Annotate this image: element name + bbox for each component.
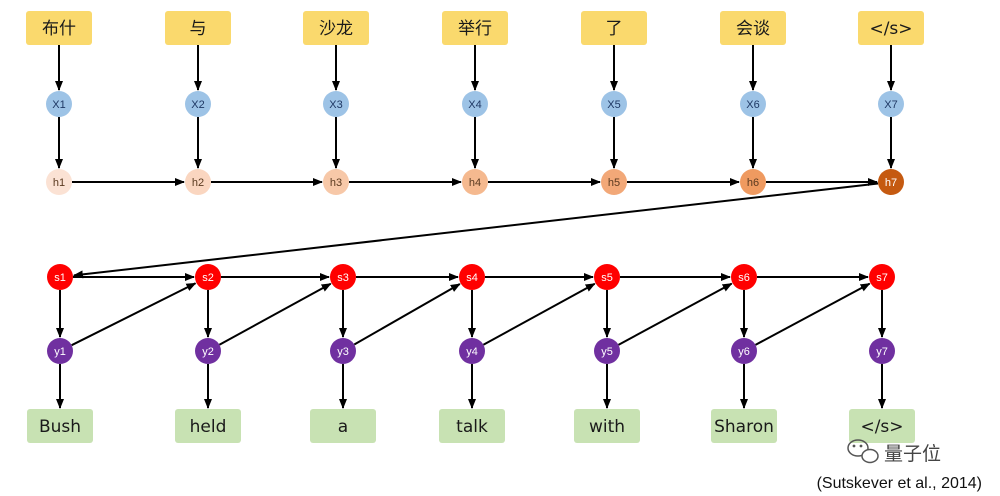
target-token-box-label: held (190, 417, 227, 437)
h-node-label: h5 (608, 177, 620, 189)
wechat-icon (847, 439, 879, 464)
h-node: h5 (601, 169, 627, 195)
target-token-box: </s> (849, 409, 915, 443)
edge-y-to-next-s (482, 282, 596, 346)
s-node-label: s7 (876, 272, 888, 284)
target-token-box-label: with (589, 417, 625, 437)
s-node: s5 (594, 264, 620, 290)
x-node: X4 (462, 91, 488, 117)
s-node-label: s3 (337, 272, 349, 284)
y-node-label: y1 (54, 346, 66, 358)
s-node: s6 (731, 264, 757, 290)
source-token-box: 与 (165, 11, 231, 45)
y-node: y1 (47, 338, 73, 364)
s-node: s2 (195, 264, 221, 290)
h-node-label: h6 (747, 177, 759, 189)
y-node-label: y5 (601, 346, 613, 358)
x-node-label: X3 (329, 99, 342, 111)
edge-y-to-next-s (617, 282, 733, 346)
target-token-box-label: talk (456, 417, 488, 437)
source-token-box: 沙龙 (303, 11, 369, 45)
x-node: X3 (323, 91, 349, 117)
source-token-box: </s> (858, 11, 924, 45)
x-node: X2 (185, 91, 211, 117)
target-token-box: Bush (27, 409, 93, 443)
s-node: s3 (330, 264, 356, 290)
s-node-label: s6 (738, 272, 750, 284)
y-node-label: y2 (202, 346, 214, 358)
citation: (Sutskever et al., 2014) (817, 475, 982, 492)
s-node-label: s2 (202, 272, 214, 284)
target-token-box: a (310, 409, 376, 443)
y-node: y4 (459, 338, 485, 364)
x-node-label: X1 (52, 99, 65, 111)
h-node: h7 (878, 169, 904, 195)
y-node-label: y7 (876, 346, 888, 358)
h-node-label: h2 (192, 177, 204, 189)
source-token-box: 会谈 (720, 11, 786, 45)
y-node-label: y4 (466, 346, 478, 358)
y-node: y2 (195, 338, 221, 364)
edge-y-to-next-s (71, 282, 197, 347)
x-node-label: X2 (191, 99, 204, 111)
target-token-box-label: </s> (860, 417, 903, 437)
h-node: h4 (462, 169, 488, 195)
y-node: y5 (594, 338, 620, 364)
target-token-box: talk (439, 409, 505, 443)
x-node-label: X4 (468, 99, 481, 111)
s-node-label: s4 (466, 272, 478, 284)
y-node-label: y6 (738, 346, 750, 358)
target-token-box: with (574, 409, 640, 443)
source-token-box: 了 (581, 11, 647, 45)
x-node-label: X7 (884, 99, 897, 111)
watermark: 量子位 (884, 443, 941, 465)
h-node-label: h4 (469, 177, 481, 189)
target-token-box: held (175, 409, 241, 443)
source-token-box: 举行 (442, 11, 508, 45)
s-node-label: s5 (601, 272, 613, 284)
h-node-label: h1 (53, 177, 65, 189)
target-token-box-label: Bush (39, 417, 81, 437)
h-node-label: h3 (330, 177, 342, 189)
source-token-box-label: 了 (606, 19, 623, 39)
edge-h7-to-s1 (72, 182, 879, 279)
edge-y-to-next-s (754, 282, 871, 346)
s-node-label: s1 (54, 272, 66, 284)
target-token-box: Sharon (711, 409, 777, 443)
y-node-label: y3 (337, 346, 349, 358)
x-node: X7 (878, 91, 904, 117)
y-node: y7 (869, 338, 895, 364)
h-node: h3 (323, 169, 349, 195)
x-node: X5 (601, 91, 627, 117)
source-token-box-label: 沙龙 (319, 19, 353, 39)
source-token-box: 布什 (26, 11, 92, 45)
x-node: X6 (740, 91, 766, 117)
target-token-box-label: a (338, 417, 348, 437)
source-token-box-label: </s> (869, 19, 912, 39)
x-node-label: X5 (607, 99, 620, 111)
s-node: s1 (47, 264, 73, 290)
h-node: h2 (185, 169, 211, 195)
y-node: y3 (330, 338, 356, 364)
h-node-label: h7 (885, 177, 897, 189)
edge-y-to-next-s (353, 283, 461, 346)
source-token-box-label: 会谈 (736, 19, 770, 39)
s-node: s7 (869, 264, 895, 290)
x-node-label: X6 (746, 99, 759, 111)
y-node: y6 (731, 338, 757, 364)
h-node: h1 (46, 169, 72, 195)
x-node: X1 (46, 91, 72, 117)
source-token-box-label: 布什 (42, 19, 76, 39)
source-token-box-label: 与 (190, 19, 207, 39)
edge-y-to-next-s (218, 282, 332, 346)
target-token-box-label: Sharon (714, 417, 774, 437)
s-node: s4 (459, 264, 485, 290)
source-token-box-label: 举行 (458, 19, 492, 39)
h-node: h6 (740, 169, 766, 195)
